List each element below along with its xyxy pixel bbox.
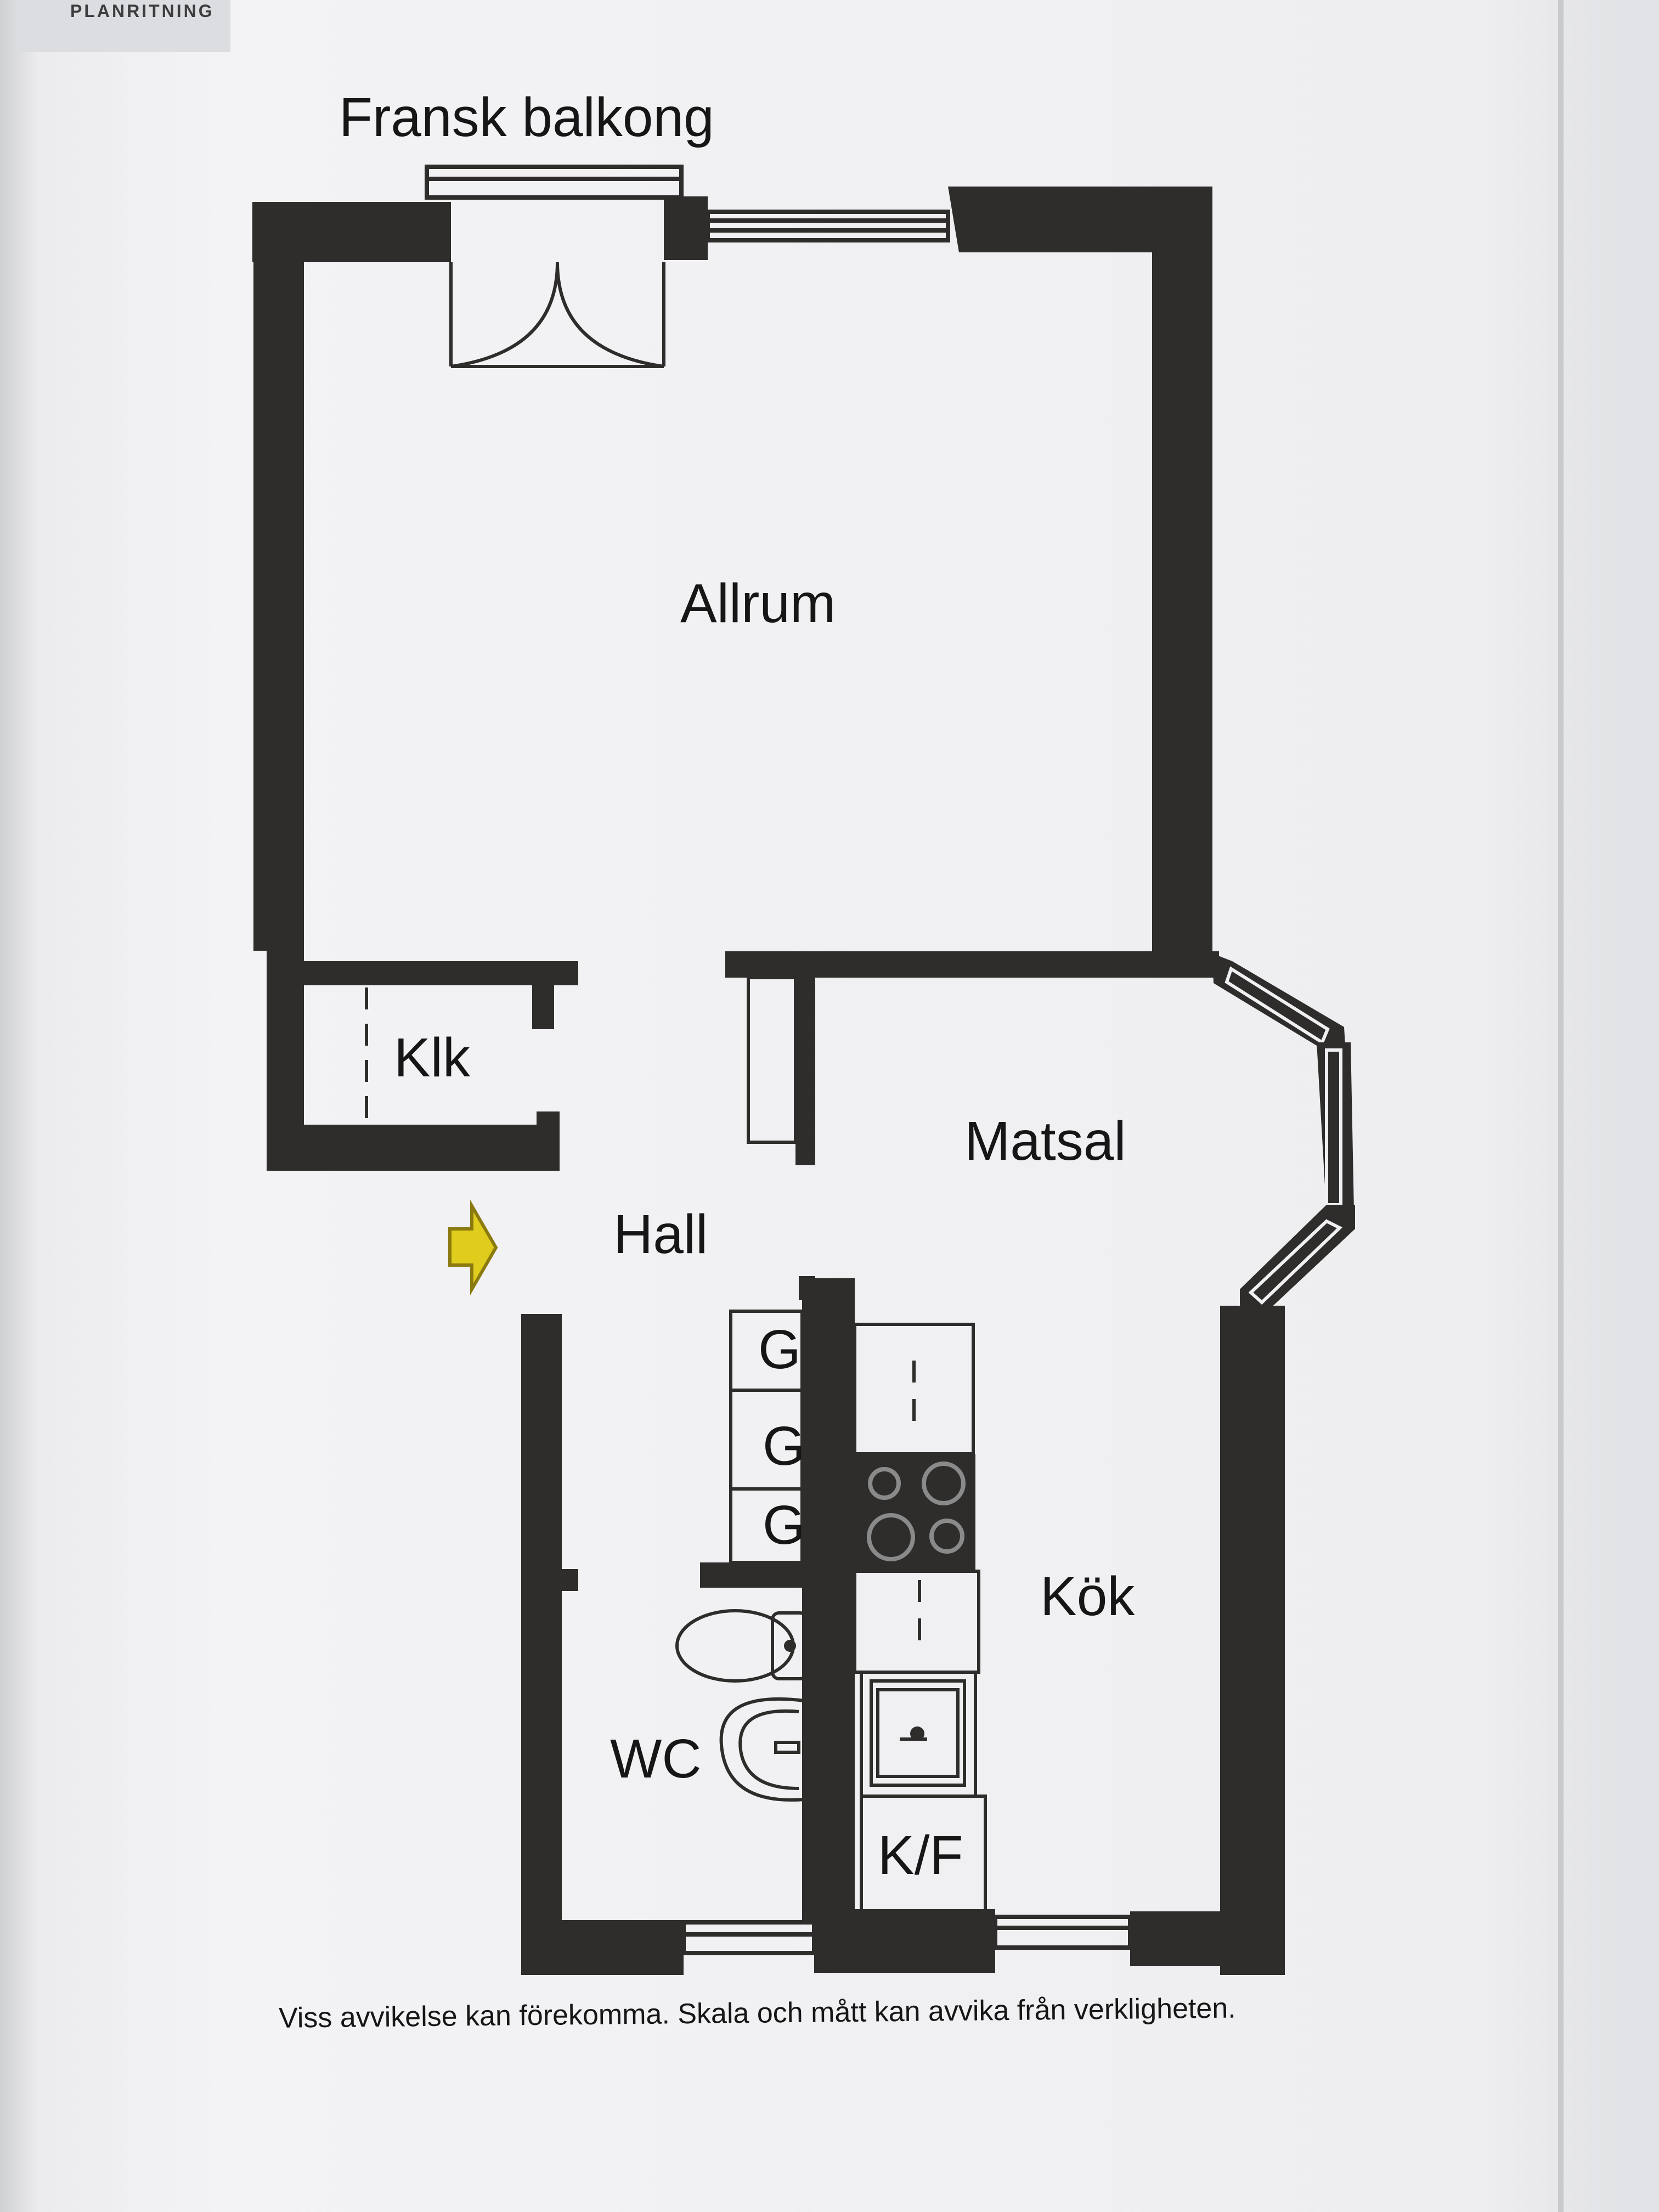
wall-hall-notch bbox=[562, 1569, 578, 1591]
wall-closet-stub bbox=[532, 961, 554, 1029]
wall-closet-bottom-stub bbox=[537, 1111, 560, 1171]
balcony-doors bbox=[449, 262, 665, 368]
wall-hall-left bbox=[521, 1314, 562, 1975]
hall-label: Hall bbox=[613, 1204, 708, 1265]
windows bbox=[425, 165, 1132, 1955]
kitchen-label: Kök bbox=[1040, 1566, 1135, 1627]
balcony-window bbox=[425, 165, 684, 200]
wall-left-upper bbox=[253, 202, 304, 951]
stove-icon bbox=[855, 1454, 975, 1571]
wall-top-mid bbox=[664, 196, 708, 260]
disclaimer-text: Viss avvikelse kan förekomma. Skala och … bbox=[279, 1993, 1236, 2034]
closet-label: Klk bbox=[394, 1027, 471, 1088]
wall-closet-bottom bbox=[267, 1125, 560, 1171]
toilet-icon bbox=[675, 1609, 808, 1683]
sink-icon bbox=[900, 1726, 927, 1741]
valve-icon bbox=[827, 1831, 849, 1883]
wall-right-lower bbox=[1220, 1306, 1285, 1975]
fridge-freezer-label: K/F bbox=[878, 1825, 963, 1886]
wardrobe-label-3: G bbox=[763, 1494, 805, 1556]
wall-dining-stub bbox=[795, 978, 815, 1165]
header-tab: PLANRITNING bbox=[16, 0, 230, 52]
wardrobe-label-2: G bbox=[763, 1415, 805, 1477]
wall-partition-cap bbox=[799, 1276, 815, 1300]
sheet-edge bbox=[1558, 0, 1564, 2212]
wardrobes bbox=[729, 1310, 804, 1564]
balcony-label: Fransk balkong bbox=[339, 87, 714, 148]
window-top bbox=[706, 210, 950, 242]
bay-window bbox=[1212, 953, 1355, 1311]
wc-label: WC bbox=[610, 1728, 702, 1790]
wall-allrum-dining bbox=[725, 951, 1219, 978]
wall-wc-divider bbox=[804, 1569, 855, 1920]
wall-bottom-left bbox=[521, 1920, 684, 1975]
window-bottom-right bbox=[993, 1915, 1132, 1950]
dining-partition bbox=[747, 976, 797, 1144]
wall-top-right bbox=[948, 187, 1201, 252]
wardrobe-label-1: G bbox=[758, 1319, 801, 1380]
wall-right-upper bbox=[1152, 187, 1212, 960]
basin-icon bbox=[719, 1697, 805, 1802]
dining-label: Matsal bbox=[964, 1110, 1126, 1172]
window-bottom-left bbox=[681, 1920, 816, 1955]
living-room-label: Allrum bbox=[680, 573, 836, 634]
header-label: PLANRITNING bbox=[70, 1, 215, 21]
entrance-arrow-icon bbox=[448, 1199, 498, 1296]
